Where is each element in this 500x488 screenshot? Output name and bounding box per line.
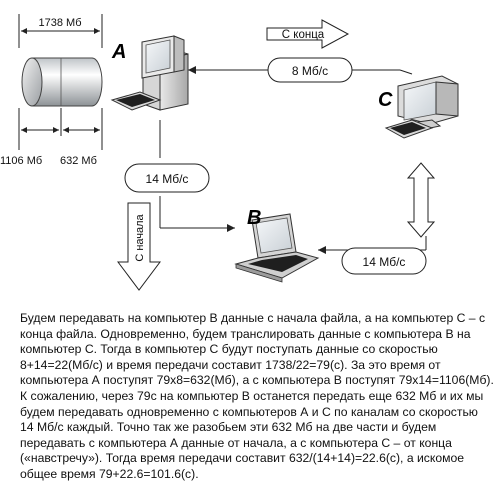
computer-b-label: B xyxy=(247,207,261,229)
from-end-arrow xyxy=(266,19,350,49)
arrow-head-to-b-from-c xyxy=(318,246,326,254)
file-cylinder xyxy=(21,57,103,107)
speed-badge-a-b xyxy=(124,163,210,193)
from-start-arrow xyxy=(117,202,161,291)
speed-badge-a-c xyxy=(267,57,353,83)
arrow-head-to-b xyxy=(227,224,235,232)
speed-badge-b-c xyxy=(341,247,427,275)
computer-c xyxy=(384,75,459,139)
speed-label-b-c: 14 Мб/с xyxy=(363,255,406,269)
computer-c-label: C xyxy=(378,89,393,111)
from-end-label: С конца xyxy=(282,29,325,41)
speed-label-a-b: 14 Мб/с xyxy=(146,172,189,186)
network-diagram: 1738 Мб 1106 Мб 632 Мб 8 Мб/с 14 Мб/ xyxy=(0,14,459,291)
file-size-label: 1738 Мб xyxy=(39,17,82,29)
part-one-label: 1106 Мб xyxy=(0,155,42,167)
computer-a-label: A xyxy=(111,41,126,63)
computer-a xyxy=(110,35,189,111)
split-dimension xyxy=(18,108,103,150)
part-two-label: 632 Мб xyxy=(60,155,97,167)
arrow-head-to-a xyxy=(188,66,196,74)
computer-b xyxy=(234,213,320,283)
file-size-dimension xyxy=(18,14,103,48)
from-start-label: С начала xyxy=(134,213,146,261)
speed-label-a-c: 8 Мб/с xyxy=(292,64,328,78)
bidirectional-arrow xyxy=(406,162,436,238)
explanation-text: Будем передавать на компьютер В данные с… xyxy=(20,311,494,481)
